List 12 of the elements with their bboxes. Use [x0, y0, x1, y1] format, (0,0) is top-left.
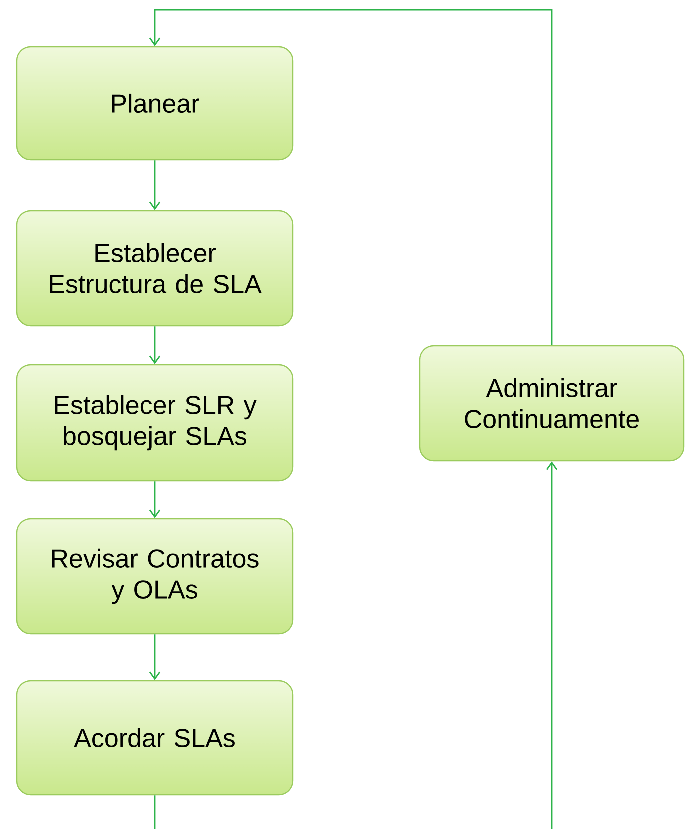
- process-box: Administrar Continuamente: [419, 345, 685, 462]
- arrow: [149, 634, 161, 680]
- arrow: [546, 462, 558, 829]
- process-box: Acordar SLAs: [16, 680, 294, 796]
- arrow: [149, 326, 161, 364]
- process-box: Revisar Contratos y OLAs: [16, 518, 294, 635]
- arrow: [149, 160, 161, 210]
- process-box: Establecer Estructura de SLA: [16, 210, 294, 327]
- arrow: [149, 482, 161, 518]
- process-box: Establecer SLR y bosquejar SLAs: [16, 364, 294, 482]
- arrow: [149, 9, 553, 346]
- process-box: Planear: [16, 46, 294, 161]
